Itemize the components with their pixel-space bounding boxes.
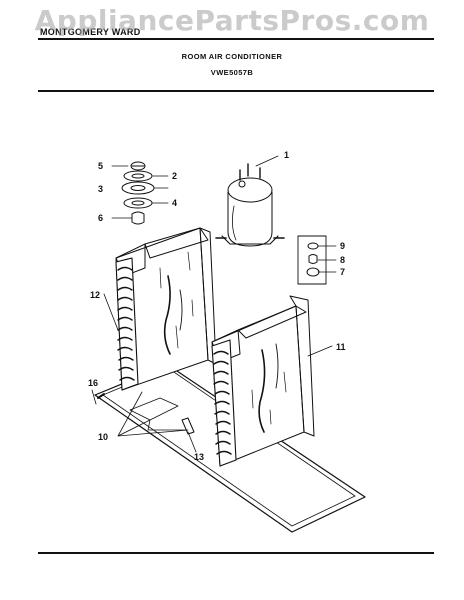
callout-9: 9 (340, 241, 345, 251)
callout-6: 6 (98, 213, 103, 223)
watermark-logo: AppliancePartsPros.com (34, 4, 430, 37)
callout-13: 13 (194, 452, 204, 462)
callout-7: 7 (340, 267, 345, 277)
model-number: VWE5057B (210, 68, 254, 77)
compressor (215, 163, 285, 247)
mounting-hardware-group (121, 161, 155, 225)
top-rule (38, 38, 434, 40)
header-divider (38, 90, 434, 92)
callout-8: 8 (340, 255, 345, 265)
part-13-spacer (181, 417, 195, 435)
part-16-screw (97, 393, 105, 399)
callout-3: 3 (98, 184, 103, 194)
callout-12: 12 (90, 290, 100, 300)
callout-11: 11 (336, 342, 346, 352)
evaporator-coil (115, 227, 217, 391)
callout-4: 4 (172, 198, 177, 208)
callout-2: 2 (172, 171, 177, 181)
callout-1: 1 (284, 150, 289, 160)
brand-text: MONTGOMERY WARD (40, 27, 141, 37)
callout-5: 5 (98, 161, 103, 171)
leader-lines (91, 155, 337, 453)
callout-10: 10 (98, 432, 108, 442)
condenser-coil (211, 295, 315, 467)
footer-rule (38, 552, 434, 554)
callout-16: 16 (88, 378, 98, 388)
diagram-title: ROOM AIR CONDITIONER (181, 52, 283, 61)
